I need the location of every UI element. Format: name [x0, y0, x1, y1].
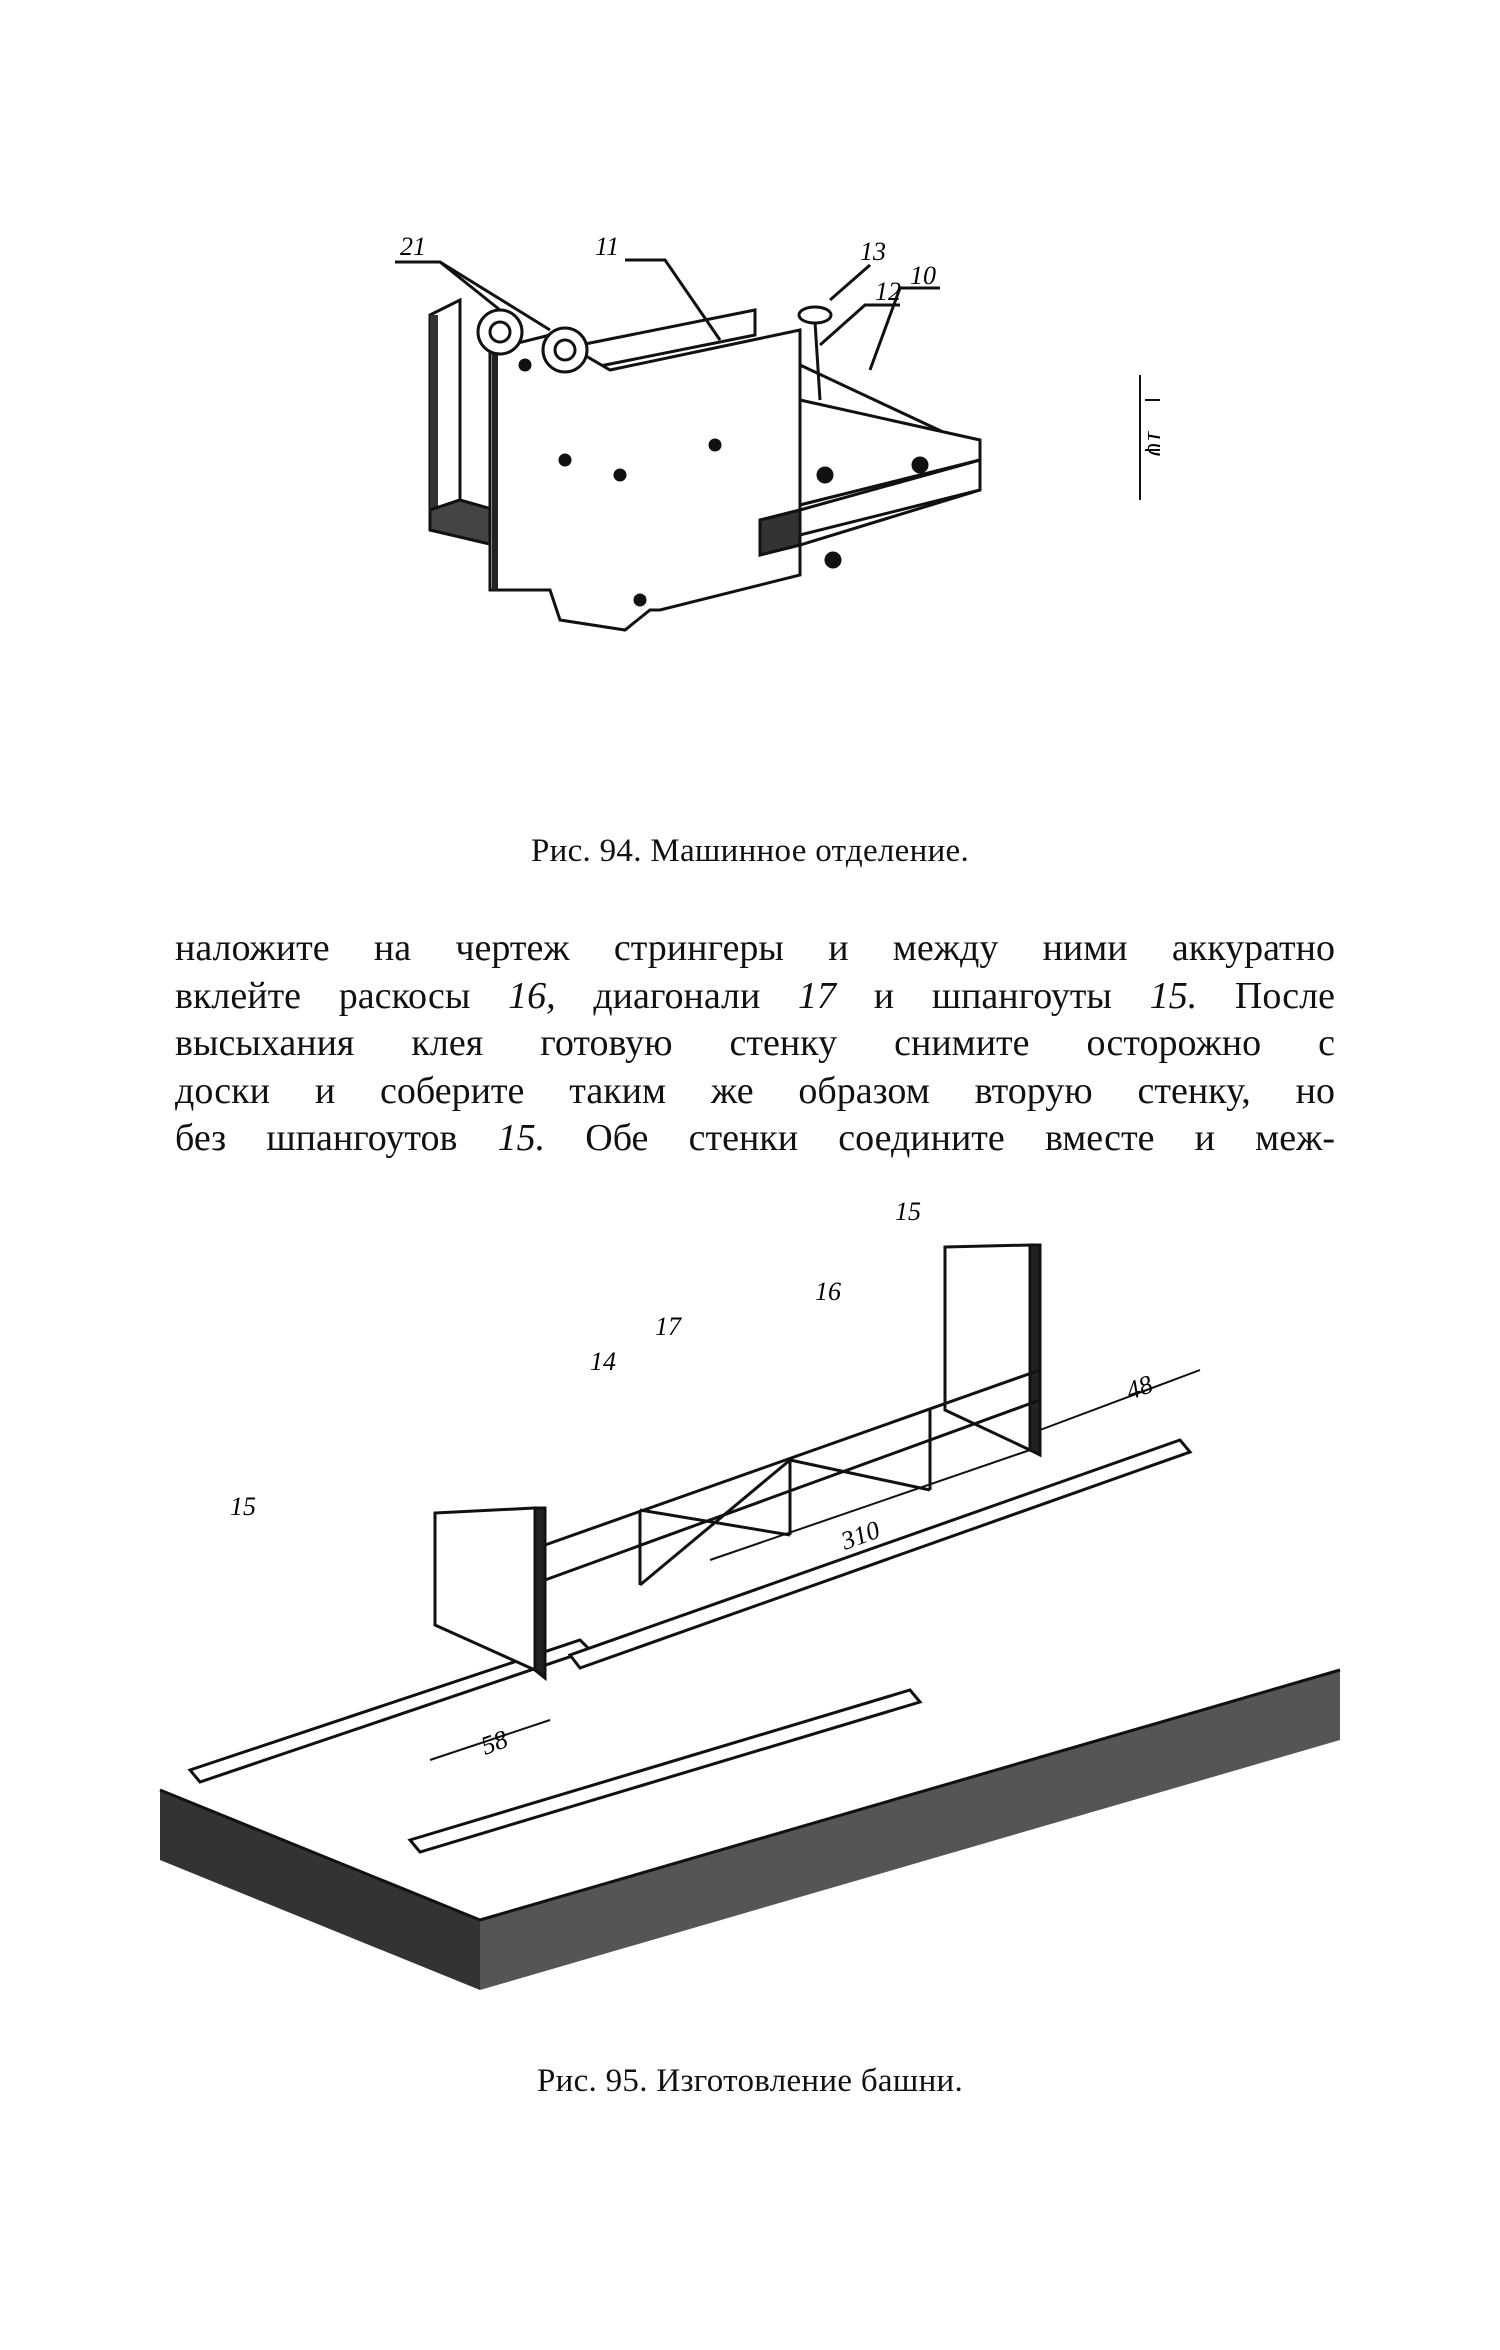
figure-95-tower-making: 15 15 16 17 14 310 48 58 [150, 1190, 1350, 2050]
body-paragraph: наложите на чертеж стрингеры и между ним… [175, 925, 1335, 1163]
label-12: 12 [875, 277, 901, 306]
label-15-right: 15 [895, 1197, 921, 1226]
label-13: 13 [860, 237, 886, 266]
label-14: 14 [590, 1347, 616, 1376]
figure-94-drawing: 21 11 13 12 10 10 [395, 232, 1171, 632]
label-10: 10 [910, 261, 936, 290]
label-21: 21 [400, 232, 426, 261]
label-16: 16 [815, 1277, 841, 1306]
figure-95-caption: Рис. 95. Изготовление башни. [536, 2063, 964, 2099]
text-line-2: вклейте раскосы 16, диагонали 17 и шпанг… [175, 974, 1335, 1017]
label-15-left: 15 [230, 1492, 256, 1521]
figure-94-engine-room: 21 11 13 12 10 10 [380, 230, 1171, 830]
label-11: 11 [595, 232, 619, 261]
text-line-4: доски и соберите таким же образом вторую… [175, 1069, 1335, 1112]
label-17: 17 [655, 1312, 682, 1341]
dimension-10: 10 [1142, 430, 1160, 456]
text-line-3: высыхания клея готовую стенку снимите ос… [175, 1022, 1335, 1064]
text-line-1: наложите на чертеж стрингеры и между ним… [175, 927, 1335, 969]
figure-94-caption: Рис. 94. Машинное отделение. [530, 833, 970, 869]
figure-95-drawing: 15 15 16 17 14 310 48 58 [159, 1197, 1341, 1990]
dimension-48: 48 [1122, 1369, 1156, 1405]
text-line-5: без шпангоутов 15. Обе стенки соедините … [175, 1117, 1335, 1159]
